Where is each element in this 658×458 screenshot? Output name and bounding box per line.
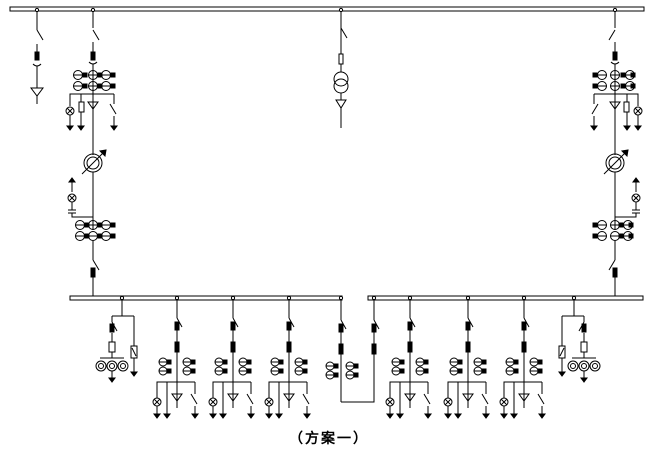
- fuse-icon: [108, 341, 116, 353]
- arrester-icon: [87, 101, 99, 110]
- outgoing-feeder-4: [385, 295, 432, 419]
- top-busbar: [9, 6, 645, 12]
- fuse-icon: [78, 101, 85, 113]
- current-transformer-group-lower: [75, 220, 116, 241]
- outgoing-feeder-2: [208, 295, 255, 419]
- voltage-transformer-icon: [95, 360, 129, 372]
- incoming-line-right: [590, 7, 643, 301]
- pt-cabinet-right: [558, 295, 601, 383]
- outgoing-feeder-5: [443, 295, 490, 419]
- current-transformer-group-upper: [73, 70, 116, 91]
- arrester-icon: [335, 99, 347, 109]
- pt-cabinet-left: [95, 295, 138, 383]
- arrester-icon: [30, 87, 44, 104]
- station-transformer: [333, 7, 349, 128]
- arrester-icon: [130, 345, 138, 359]
- indicator-lamp-icon: [67, 193, 77, 203]
- capacitor-icon: [68, 209, 76, 214]
- diagram-caption: （方案一）: [289, 431, 369, 447]
- outgoing-feeder-3: [264, 295, 311, 419]
- lower-busbar-right: [367, 295, 644, 301]
- single-line-diagram: [9, 6, 645, 419]
- lower-busbar-left: [69, 295, 343, 301]
- outgoing-feeder-6: [499, 295, 546, 419]
- transformer-icon: [333, 71, 349, 94]
- fuse-icon: [338, 53, 344, 65]
- outgoing-feeder-1: [152, 295, 199, 419]
- tap-changer-transformer-icon: [81, 149, 107, 175]
- incoming-line-left: [65, 7, 118, 301]
- bus-tie: [325, 295, 380, 403]
- indicator-lamp-icon: [65, 106, 75, 116]
- arrester-feeder-left: [30, 7, 44, 104]
